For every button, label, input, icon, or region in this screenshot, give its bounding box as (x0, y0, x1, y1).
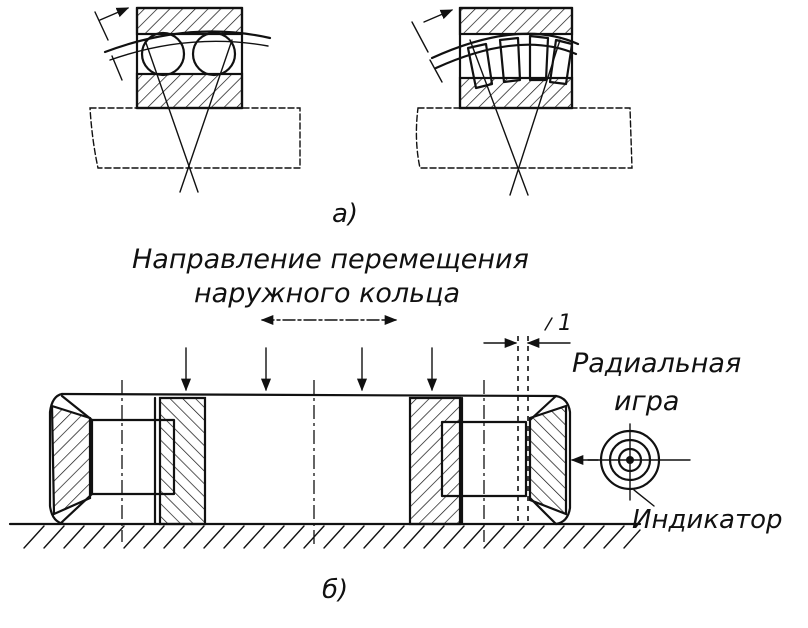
direction-label-line1: Направление перемещения (132, 244, 529, 275)
outer-ring-right (458, 6, 574, 36)
outer-ring-left-edge (48, 392, 66, 526)
rollers-right (466, 34, 574, 90)
bearing-frame-left (135, 6, 244, 110)
bearing-section-left (50, 394, 207, 526)
caption-a: а) (332, 199, 358, 229)
outer-ring-right-edge (554, 394, 572, 526)
cage-arc-left (103, 30, 272, 54)
indicator-gauge (587, 423, 691, 501)
marker-1: 1 (558, 311, 572, 336)
radial-play-line1: Радиальная (572, 348, 741, 379)
roller-track-outer (430, 32, 580, 60)
figure-a-roller-bearing (411, 6, 633, 196)
angle-tick-left-2 (111, 55, 123, 81)
inner-ring-left (135, 72, 244, 110)
angle-tick-right-2 (429, 59, 443, 83)
figure-a-ball-bearing (89, 6, 301, 193)
indicator-label: Индикатор (632, 505, 783, 535)
contact-line-left-2 (179, 39, 233, 193)
outer-ring-left (135, 6, 244, 36)
angle-tick-left-1 (94, 11, 109, 41)
angle-arrow-right (423, 9, 454, 23)
load-arrows (180, 347, 438, 392)
indicator-leader (633, 489, 655, 507)
direction-label-line2: наружного кольца (194, 278, 460, 309)
angle-arrow-left (99, 7, 130, 21)
outer-ring-top (60, 392, 558, 398)
ground-hatching (23, 525, 641, 549)
shaft-outline-left (89, 107, 301, 169)
radial-play-line2: игра (614, 386, 679, 417)
ball-left-2 (191, 31, 237, 77)
cage-arc-left-2 (109, 40, 269, 61)
shaft-outline-right (415, 107, 633, 169)
ball-left-1 (140, 31, 186, 77)
contact-line-left-1 (144, 39, 199, 193)
angle-tick-right-1 (411, 21, 429, 53)
marker-1-leader (544, 317, 553, 331)
roller-track-inner (434, 43, 578, 70)
bearing-section-right (408, 394, 568, 526)
contact-line-right-2 (509, 39, 561, 196)
caption-b: б) (322, 575, 348, 605)
